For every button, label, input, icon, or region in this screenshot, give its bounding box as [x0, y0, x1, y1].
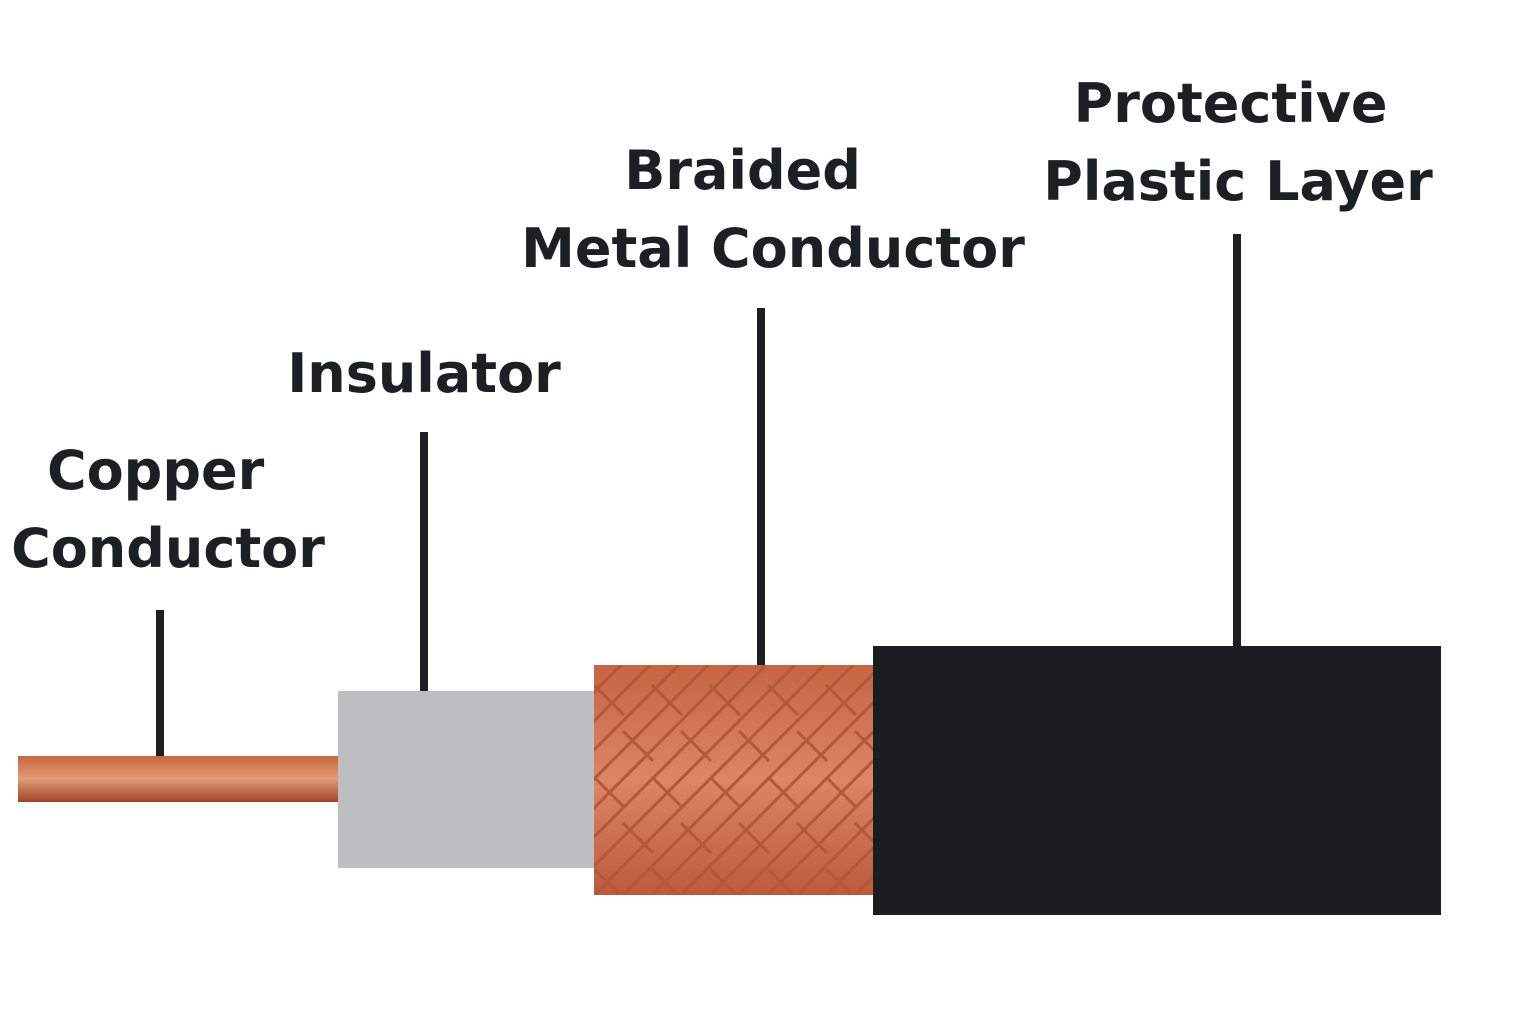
- braid-strand: [594, 665, 681, 753]
- braid-strand: [708, 727, 875, 895]
- braid-weave-stroke: [621, 821, 655, 855]
- braid-weave-stroke: [766, 775, 800, 809]
- braid-weave-stroke: [766, 867, 797, 895]
- braid-weave-stroke: [679, 729, 713, 763]
- insulator-layer: [338, 691, 596, 868]
- braid-strand: [594, 665, 797, 869]
- braid-strand: [795, 814, 875, 895]
- braid-strand: [679, 698, 875, 895]
- insulator-leader-line: [420, 432, 428, 691]
- braid-weave-stroke: [708, 683, 742, 717]
- insulator-label: Insulator: [287, 342, 561, 405]
- braid-weave-stroke: [853, 729, 875, 754]
- protective-plastic-layer-label: Protective Plastic Layer: [1043, 72, 1433, 213]
- braid-weave-stroke: [594, 775, 626, 809]
- braid-weave-stroke: [737, 821, 771, 855]
- braid-leader-line: [757, 308, 765, 665]
- copper-leader-line: [156, 610, 164, 756]
- braid-weave-stroke: [650, 683, 684, 717]
- braid-weave-stroke: [708, 775, 742, 809]
- jacket-leader-line: [1233, 234, 1241, 646]
- braid-weave-stroke: [594, 683, 626, 717]
- braid-weave-stroke: [766, 683, 800, 717]
- braid-weave-stroke: [737, 729, 771, 763]
- braid-weave-stroke: [650, 867, 681, 895]
- braid-weave-stroke: [795, 821, 829, 855]
- braid-strand: [621, 665, 855, 895]
- copper-conductor-label: Copper Conductor: [11, 439, 325, 580]
- braided-metal-conductor-label: Braided Metal Conductor: [521, 139, 1025, 280]
- braid-weave-stroke: [650, 775, 684, 809]
- cable: [18, 646, 1441, 915]
- braid-weave-stroke: [824, 683, 858, 717]
- braid-weave-stroke: [594, 867, 623, 895]
- braid-pattern: [594, 665, 875, 895]
- braid-weave-stroke: [679, 821, 713, 855]
- braid-strand: [594, 665, 739, 811]
- braid-weave-stroke: [824, 775, 858, 809]
- braid-weave-stroke: [708, 867, 739, 895]
- copper-conductor-core: [18, 756, 340, 802]
- braid-weave-stroke: [824, 867, 855, 895]
- protective-plastic-layer: [873, 646, 1441, 915]
- braid-weave-stroke: [853, 821, 875, 846]
- labels: Copper Conductor Insulator Braided Metal…: [11, 72, 1433, 580]
- braid-weave-stroke: [795, 729, 829, 763]
- braid-strand: [824, 843, 875, 895]
- braid-strand: [737, 756, 875, 895]
- braid-weave-stroke: [621, 729, 655, 763]
- braided-metal-conductor-layer: [594, 665, 875, 895]
- leader-lines: [156, 234, 1241, 756]
- braid-strand: [766, 785, 875, 895]
